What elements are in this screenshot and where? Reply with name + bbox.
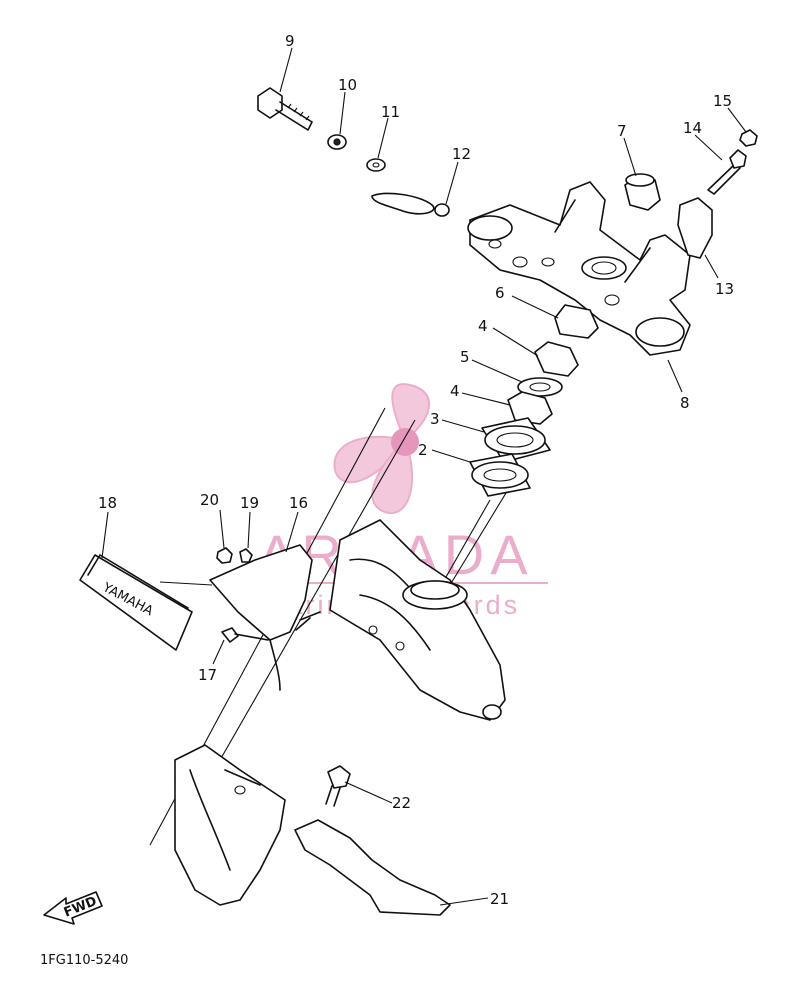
- nut-15-drawing: [739, 129, 758, 147]
- bearing-3-drawing: [481, 417, 551, 463]
- bolt-9-drawing: [257, 87, 313, 131]
- callout-14: 14: [683, 119, 702, 137]
- callout-7: 7: [617, 122, 627, 140]
- callout-11: 11: [381, 103, 400, 121]
- callout-13: 13: [715, 280, 734, 298]
- frame-head-drawing: [149, 407, 521, 906]
- washer-11-drawing: [366, 158, 386, 172]
- callout-22: 22: [392, 794, 411, 812]
- callout-19: 19: [240, 494, 259, 512]
- callout-16: 16: [289, 494, 308, 512]
- ring-nut-4-lower-drawing: [507, 391, 553, 425]
- fwd-arrow-icon: FWD: [43, 891, 103, 925]
- callout-4-upper: 4: [478, 317, 488, 335]
- callout-6: 6: [495, 284, 505, 302]
- callout-17: 17: [198, 666, 217, 684]
- callout-12: 12: [452, 145, 471, 163]
- cap-7-drawing: [624, 173, 661, 211]
- propeller-logo-icon: [333, 383, 430, 515]
- callout-9: 9: [285, 32, 295, 50]
- callout-5: 5: [460, 348, 470, 366]
- bolt-14-drawing: [707, 149, 747, 195]
- callout-2: 2: [418, 441, 428, 459]
- callout-labels: 9 10 11 12 7 14 15 13 6 4 5 4 8 3 2 18 2…: [98, 32, 734, 908]
- callout-3: 3: [430, 410, 440, 428]
- callout-15: 15: [713, 92, 732, 110]
- part-code: 1FG110-5240: [40, 953, 128, 968]
- bearing-2-drawing: [469, 453, 531, 497]
- bracket-16-drawing: [209, 544, 321, 691]
- callout-10: 10: [338, 76, 357, 94]
- emblem-18-drawing: YAMAHA: [79, 554, 193, 651]
- callout-4-lower: 4: [450, 382, 460, 400]
- callout-18: 18: [98, 494, 117, 512]
- nut-19-drawing: [239, 548, 253, 563]
- cable-clamp-12-drawing: [371, 192, 450, 217]
- ring-nut-6-drawing: [554, 304, 599, 339]
- bracket-21-drawing: [294, 819, 451, 916]
- bolt-22-drawing: [325, 765, 351, 807]
- bolt-17-drawing: [221, 627, 269, 643]
- nut-20-drawing: [216, 547, 233, 564]
- callout-20: 20: [200, 491, 219, 509]
- leader-lines: [101, 47, 747, 906]
- upper-bracket-drawing: [467, 181, 691, 356]
- holder-13-drawing: [677, 197, 713, 259]
- callout-21: 21: [490, 890, 509, 908]
- ring-nut-4-upper-drawing: [534, 341, 579, 377]
- callout-8: 8: [680, 394, 690, 412]
